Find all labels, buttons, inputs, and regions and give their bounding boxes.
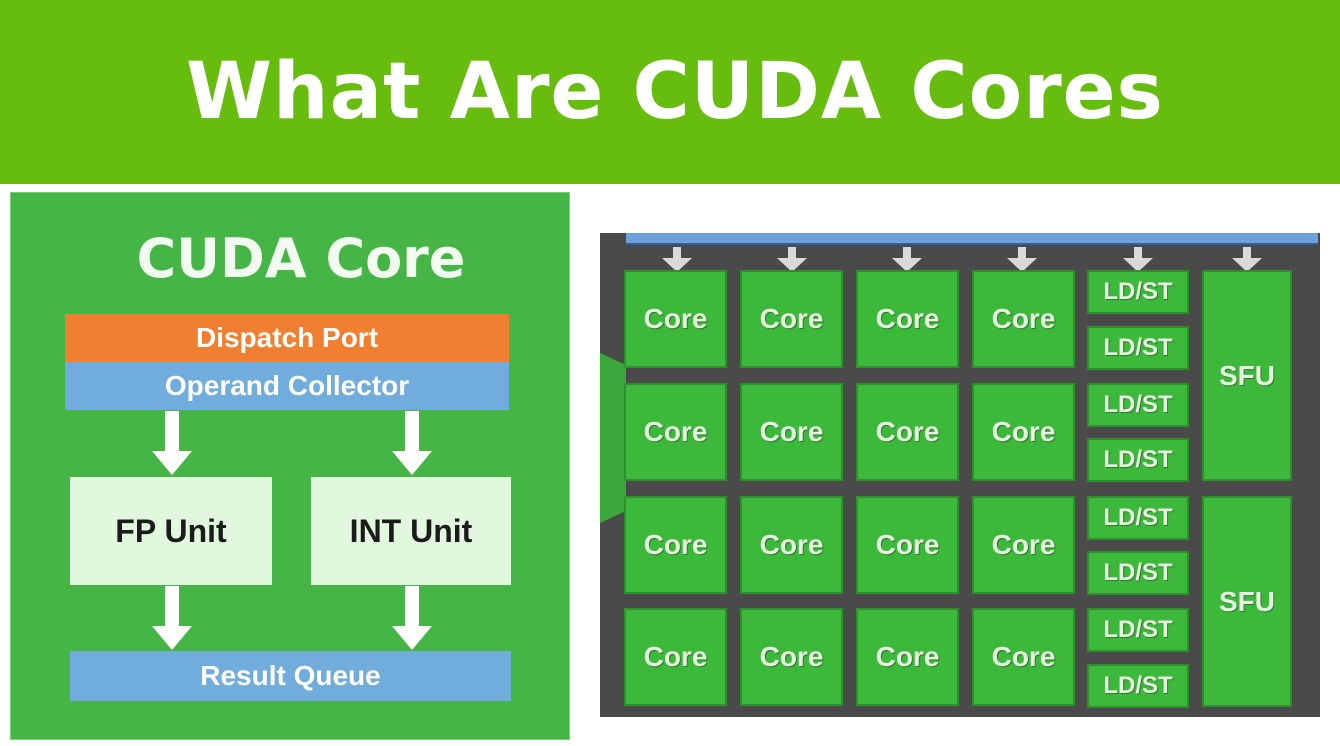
core-cell: Core <box>972 608 1075 706</box>
operand-collector-block: Operand Collector <box>65 362 509 410</box>
cuda-core-title: CUDA Core <box>136 227 466 290</box>
int-unit-block: INT Unit <box>311 477 511 585</box>
ldst-unit: LD/ST <box>1087 664 1189 708</box>
core-cell: Core <box>624 270 727 368</box>
core-cell: Core <box>856 383 959 481</box>
sm-core-grid: Core Core Core Core Core Core Core Core … <box>600 233 1320 717</box>
core-cell: Core <box>856 608 959 706</box>
sfu-unit: SFU <box>1202 270 1292 481</box>
page-title: What Are CUDA Cores <box>185 47 1164 137</box>
ldst-unit: LD/ST <box>1087 551 1189 595</box>
core-cell: Core <box>972 270 1075 368</box>
side-connector <box>600 353 626 523</box>
arrow-to-fp-unit <box>152 411 192 475</box>
ldst-unit: LD/ST <box>1087 270 1189 314</box>
arrow-to-int-unit <box>392 411 432 475</box>
title-banner: What Are CUDA Cores <box>0 0 1340 184</box>
dispatch-port-block: Dispatch Port <box>65 314 509 362</box>
ldst-unit: LD/ST <box>1087 383 1189 427</box>
column-arrow <box>1123 247 1153 272</box>
core-cell: Core <box>624 383 727 481</box>
core-cell: Core <box>856 270 959 368</box>
core-cell: Core <box>856 496 959 594</box>
core-cell: Core <box>740 383 843 481</box>
column-arrow <box>1007 247 1037 272</box>
dispatch-band <box>626 233 1318 245</box>
ldst-unit: LD/ST <box>1087 326 1189 370</box>
column-arrow <box>892 247 922 272</box>
core-cell: Core <box>740 496 843 594</box>
core-cell: Core <box>624 608 727 706</box>
result-queue-block: Result Queue <box>70 651 511 701</box>
core-cell: Core <box>740 608 843 706</box>
core-cell: Core <box>740 270 843 368</box>
fp-unit-block: FP Unit <box>70 477 272 585</box>
core-cell: Core <box>624 496 727 594</box>
core-cell: Core <box>972 496 1075 594</box>
arrow-fp-to-result <box>152 586 192 650</box>
column-arrow <box>1232 247 1262 272</box>
column-arrow <box>777 247 807 272</box>
ldst-unit: LD/ST <box>1087 438 1189 482</box>
cuda-core-diagram: CUDA Core Dispatch Port Operand Collecto… <box>10 192 570 740</box>
arrow-int-to-result <box>392 586 432 650</box>
core-cell: Core <box>972 383 1075 481</box>
column-arrow <box>662 247 692 272</box>
ldst-unit: LD/ST <box>1087 608 1189 652</box>
sfu-unit: SFU <box>1202 496 1292 707</box>
ldst-unit: LD/ST <box>1087 496 1189 540</box>
